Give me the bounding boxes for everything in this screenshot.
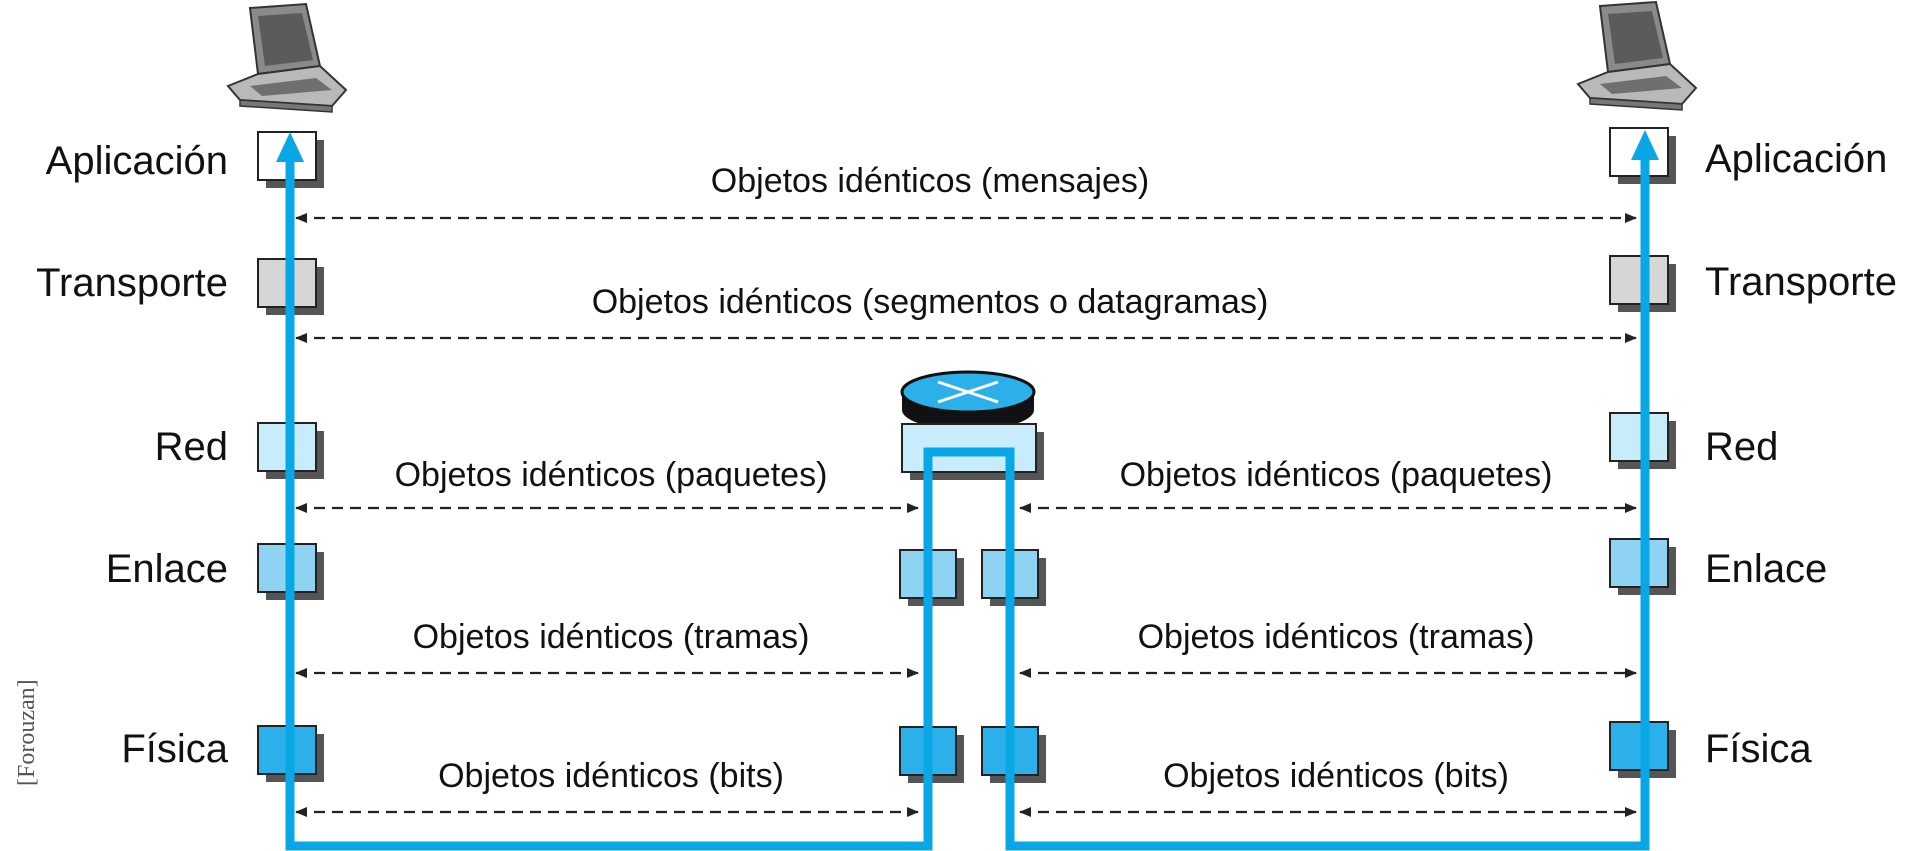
router-icon xyxy=(900,370,1036,430)
right-label-transport: Transporte xyxy=(1705,260,1897,304)
packets-label-left: Objetos idénticos (paquetes) xyxy=(395,456,828,494)
right-network-box xyxy=(1609,412,1676,469)
left-laptop-icon xyxy=(226,2,348,113)
source-credit: [Forouzan] xyxy=(14,679,40,786)
left-flow-arrowhead xyxy=(276,132,304,162)
bits-label-left: Objetos idénticos (bits) xyxy=(438,757,784,795)
packets-label-right: Objetos idénticos (paquetes) xyxy=(1120,456,1553,494)
frames-label-left: Objetos idénticos (tramas) xyxy=(413,618,810,656)
left-label-link: Enlace xyxy=(106,547,228,591)
right-laptop-icon xyxy=(1576,0,1698,111)
left-label-network: Red xyxy=(155,425,228,469)
left-label-application: Aplicación xyxy=(46,139,228,183)
left-label-transport: Transporte xyxy=(36,261,228,305)
right-label-link: Enlace xyxy=(1705,547,1827,591)
bits-label-right: Objetos idénticos (bits) xyxy=(1163,757,1509,795)
messages-label: Objetos idénticos (mensajes) xyxy=(711,162,1149,200)
segments-label: Objetos idénticos (segmentos o datagrama… xyxy=(592,283,1269,321)
left-label-physical: Física xyxy=(121,727,228,771)
left-transport-box xyxy=(257,258,324,315)
data-flow-path xyxy=(285,150,1650,851)
right-label-physical: Física xyxy=(1705,727,1812,771)
right-label-application: Aplicación xyxy=(1705,137,1887,181)
right-flow-arrowhead xyxy=(1631,130,1659,160)
right-label-network: Red xyxy=(1705,425,1778,469)
right-physical-box xyxy=(1609,721,1676,778)
frames-label-right: Objetos idénticos (tramas) xyxy=(1138,618,1535,656)
